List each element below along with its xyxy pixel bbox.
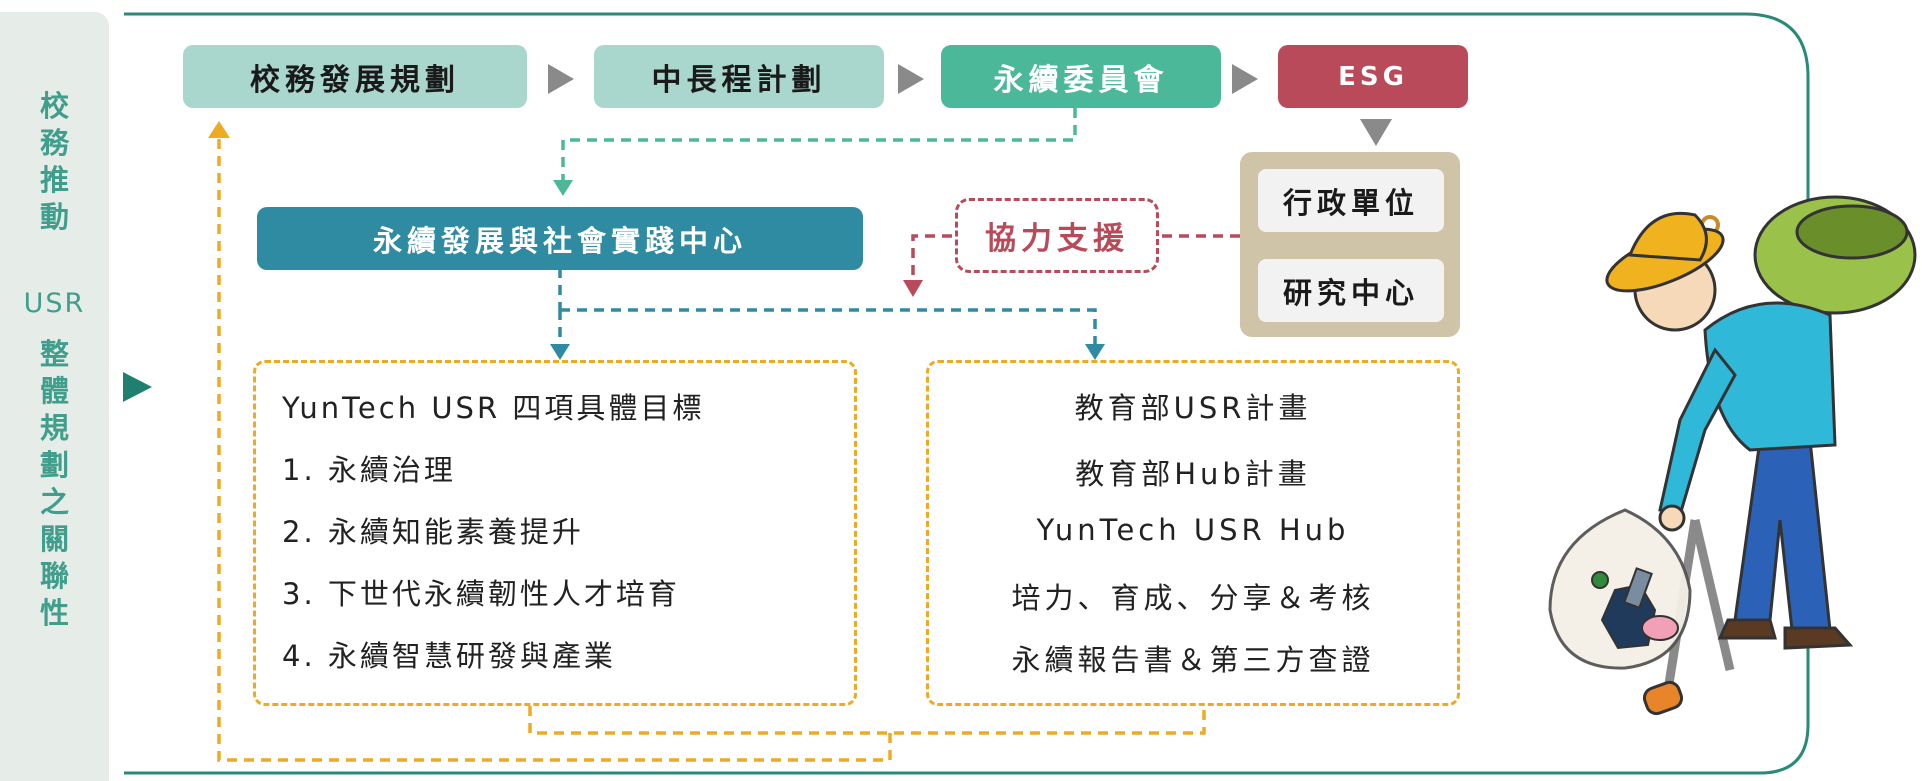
sidebar-char: 劃 [39,448,69,482]
outer-frame [124,12,1810,775]
sidebar-heading-bottom: 整體規劃之關聯性 [0,336,109,632]
programs-box: 教育部USR計畫 教育部Hub計畫 YunTech USR Hub 培力、育成、… [926,360,1460,706]
goal-item: 4. 永續智慧研發與產業 [282,639,616,673]
sidebar-char: 推 [39,163,69,197]
feedback-loop-line [217,138,1206,762]
support-arrow-icon [903,280,923,297]
sidebar-char: 聯 [39,559,69,593]
goals-arrow-icon [550,344,570,360]
center-to-boxes-line [558,268,1097,344]
sidebar-char: 體 [39,374,69,408]
flow-arrow-icon-1 [548,64,574,94]
hiker-illustration [1548,195,1917,716]
sidebar-panel [0,12,109,781]
sidebar-char: 性 [39,596,69,630]
goal-item: 2. 永續知能素養提升 [282,515,584,549]
goal-item: 3. 下世代永續韌性人才培育 [282,577,680,611]
step-midlong-plan: 中長程計劃 [594,45,884,108]
flow-arrow-icon-2 [898,64,924,94]
goals-title: YunTech USR 四項具體目標 [282,391,705,425]
sidebar-heading-top: 校務推動 [0,88,109,236]
sidebar-char: 之 [39,485,69,519]
step-esg: ESG [1278,45,1468,108]
sidebar-char: 動 [39,200,69,234]
goals-box: YunTech USR 四項具體目標 1. 永續治理 2. 永續知能素養提升 3… [253,360,857,706]
sidebar-usr-label: USR [23,288,86,319]
program-item: 教育部Hub計畫 [1075,457,1311,491]
program-item: 永續報告書＆第三方查證 [1011,643,1375,677]
sidebar-char: 整 [39,337,69,371]
feedback-arrow-icon [208,121,230,138]
sidebar-char: 規 [39,411,69,445]
center-arrow-icon [553,180,573,196]
program-item: YunTech USR Hub [1036,513,1350,547]
unit-admin: 行政單位 [1258,169,1444,232]
unit-research: 研究中心 [1258,259,1444,322]
program-item: 教育部USR計畫 [1074,391,1312,425]
flow-arrow-icon-3 [1232,64,1258,94]
sustainability-center-box: 永續發展與社會實踐中心 [257,207,863,270]
sidebar-char: 校 [39,89,69,123]
sidebar-char: 務 [39,126,69,160]
committee-to-center-line [561,108,1077,180]
esg-down-arrow-icon [1360,119,1392,146]
sidebar-pointer-icon [123,372,152,402]
goal-item: 1. 永續治理 [282,453,456,487]
step-sustainability-committee: 永續委員會 [941,45,1221,108]
sidebar-char: 關 [39,522,69,556]
support-line [911,234,1240,276]
support-label-box: 協力支援 [955,198,1159,273]
units-panel: 行政單位 研究中心 [1240,152,1460,337]
step-campus-development: 校務發展規劃 [183,45,527,108]
programs-arrow-icon [1085,344,1105,360]
program-item: 培力、育成、分享＆考核 [1011,581,1375,615]
